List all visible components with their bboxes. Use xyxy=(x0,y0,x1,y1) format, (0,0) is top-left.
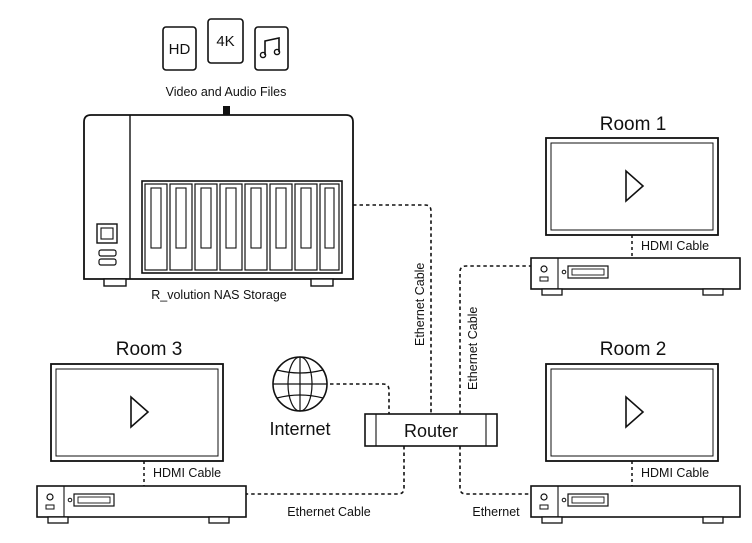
eth-nas-label: Ethernet Cable xyxy=(413,263,427,346)
hd-badge-label: HD xyxy=(169,41,191,58)
cable-router-room1 xyxy=(459,265,531,414)
room3-tv xyxy=(50,363,224,462)
room2-hdmi-label: HDMI Cable xyxy=(641,466,709,480)
hd-badge-icon: HD xyxy=(162,26,197,71)
eth-room3-label: Ethernet Cable xyxy=(287,505,370,519)
room1-hdmi-label: HDMI Cable xyxy=(641,239,709,253)
room3-title: Room 3 xyxy=(116,339,183,360)
room1-title: Room 1 xyxy=(600,114,667,135)
router-device xyxy=(364,413,498,447)
router-label: Router xyxy=(404,421,458,441)
room1-tv xyxy=(545,137,719,236)
room3-player-device xyxy=(36,485,247,524)
4k-badge-label: 4K xyxy=(216,33,234,50)
cable-internet-router xyxy=(330,383,390,414)
internet-label: Internet xyxy=(269,419,330,439)
drive-bays xyxy=(144,183,340,271)
files-label: Video and Audio Files xyxy=(166,85,287,99)
room2-player-device xyxy=(530,485,741,524)
music-note-icon xyxy=(254,26,289,71)
play-icon xyxy=(625,169,645,203)
cable-nas-router xyxy=(353,204,432,414)
4k-badge-icon: 4K xyxy=(207,18,244,64)
play-icon xyxy=(625,395,645,429)
eth-room1-label: Ethernet Cable xyxy=(466,307,480,390)
room2-title: Room 2 xyxy=(600,339,667,360)
ethernet-cables xyxy=(246,204,531,495)
nas-label: R_volution NAS Storage xyxy=(151,288,287,302)
room3-hdmi-label: HDMI Cable xyxy=(153,466,221,480)
nas-power-button-icon xyxy=(96,223,118,244)
room1-player-device xyxy=(530,257,741,296)
cable-router-room3 xyxy=(246,446,405,495)
eth-room2-label: Ethernet xyxy=(472,505,520,519)
globe-icon xyxy=(272,356,328,412)
nas-storage-device xyxy=(83,114,354,287)
nas-usb-port-icon xyxy=(98,249,117,257)
cable-router-room2 xyxy=(459,446,531,495)
play-icon xyxy=(130,395,150,429)
room2-tv xyxy=(545,363,719,462)
